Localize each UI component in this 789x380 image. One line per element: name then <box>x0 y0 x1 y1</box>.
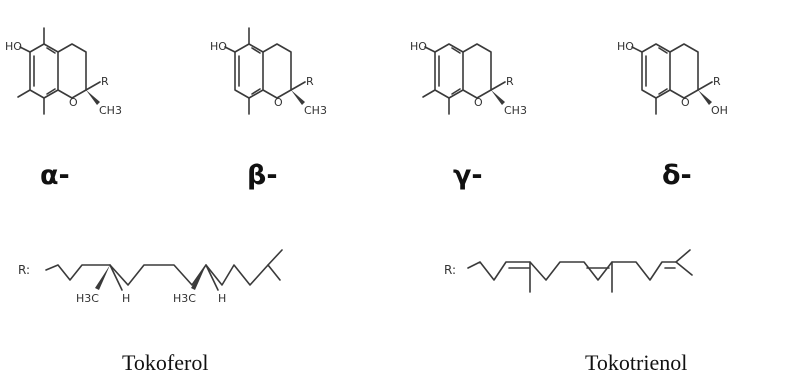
c2-substituent-label: CH3 <box>504 104 527 117</box>
ring-oxygen-label: O <box>274 96 283 109</box>
stereo-h-bond-right <box>205 264 219 291</box>
c2-substituent-label: CH3 <box>99 104 122 117</box>
beta-label: β- <box>247 160 278 191</box>
gamma-label: γ- <box>453 160 483 191</box>
delta-tocopherol-structure: HO O R OH δ- <box>617 40 728 191</box>
tocotrienol-side-chain: R: Tokotrienol <box>444 249 693 375</box>
hydroxyl-label: HO <box>210 40 227 53</box>
r-group-label: R <box>101 75 109 88</box>
stereo-wedge-left <box>95 265 110 290</box>
methyl-label-left: H3C <box>76 292 99 305</box>
alpha-label: α- <box>40 160 70 191</box>
beta-tocopherol-structure: HO O R CH3 β- <box>210 27 327 191</box>
tocopherol-caption: Tokoferol <box>122 350 208 375</box>
ring-oxygen-label: O <box>69 96 78 109</box>
stereo-h-bond-left <box>109 264 123 291</box>
hydroxyl-label: HO <box>410 40 427 53</box>
r-prefix-label: R: <box>444 263 456 277</box>
ring-oxygen-label: O <box>474 96 483 109</box>
branch-methyl-3 <box>675 249 691 263</box>
ring-oxygen-label: O <box>681 96 690 109</box>
unsaturated-chain-bonds <box>467 261 693 281</box>
r-group-label: R <box>506 75 514 88</box>
alpha-tocopherol-structure: HO O R CH3 α- <box>5 27 122 191</box>
hydrogen-label-left: H <box>122 292 130 305</box>
r-group-label: R <box>306 75 314 88</box>
r-group-label: R <box>713 75 721 88</box>
saturated-chain-bonds <box>45 264 281 286</box>
stereo-wedge-right <box>191 265 206 290</box>
hydroxyl-label: HO <box>5 40 22 53</box>
c2-substituent-label: CH3 <box>304 104 327 117</box>
c2-substituent-label: OH <box>711 104 728 117</box>
r-prefix-label: R: <box>18 263 30 277</box>
methyl-label-right: H3C <box>173 292 196 305</box>
tocopherol-side-chain: R: H3C H H3C H Tokoferol <box>18 249 283 375</box>
tocotrienol-caption: Tokotrienol <box>585 350 687 375</box>
hydroxyl-label: HO <box>617 40 634 53</box>
c7-methyl-bond <box>422 89 436 98</box>
c7-methyl-bond <box>17 89 31 98</box>
delta-label: δ- <box>662 160 692 191</box>
terminal-methyl-bond <box>267 249 283 266</box>
gamma-tocopherol-structure: HO O R CH3 γ- <box>410 40 527 191</box>
hydrogen-label-right: H <box>218 292 226 305</box>
